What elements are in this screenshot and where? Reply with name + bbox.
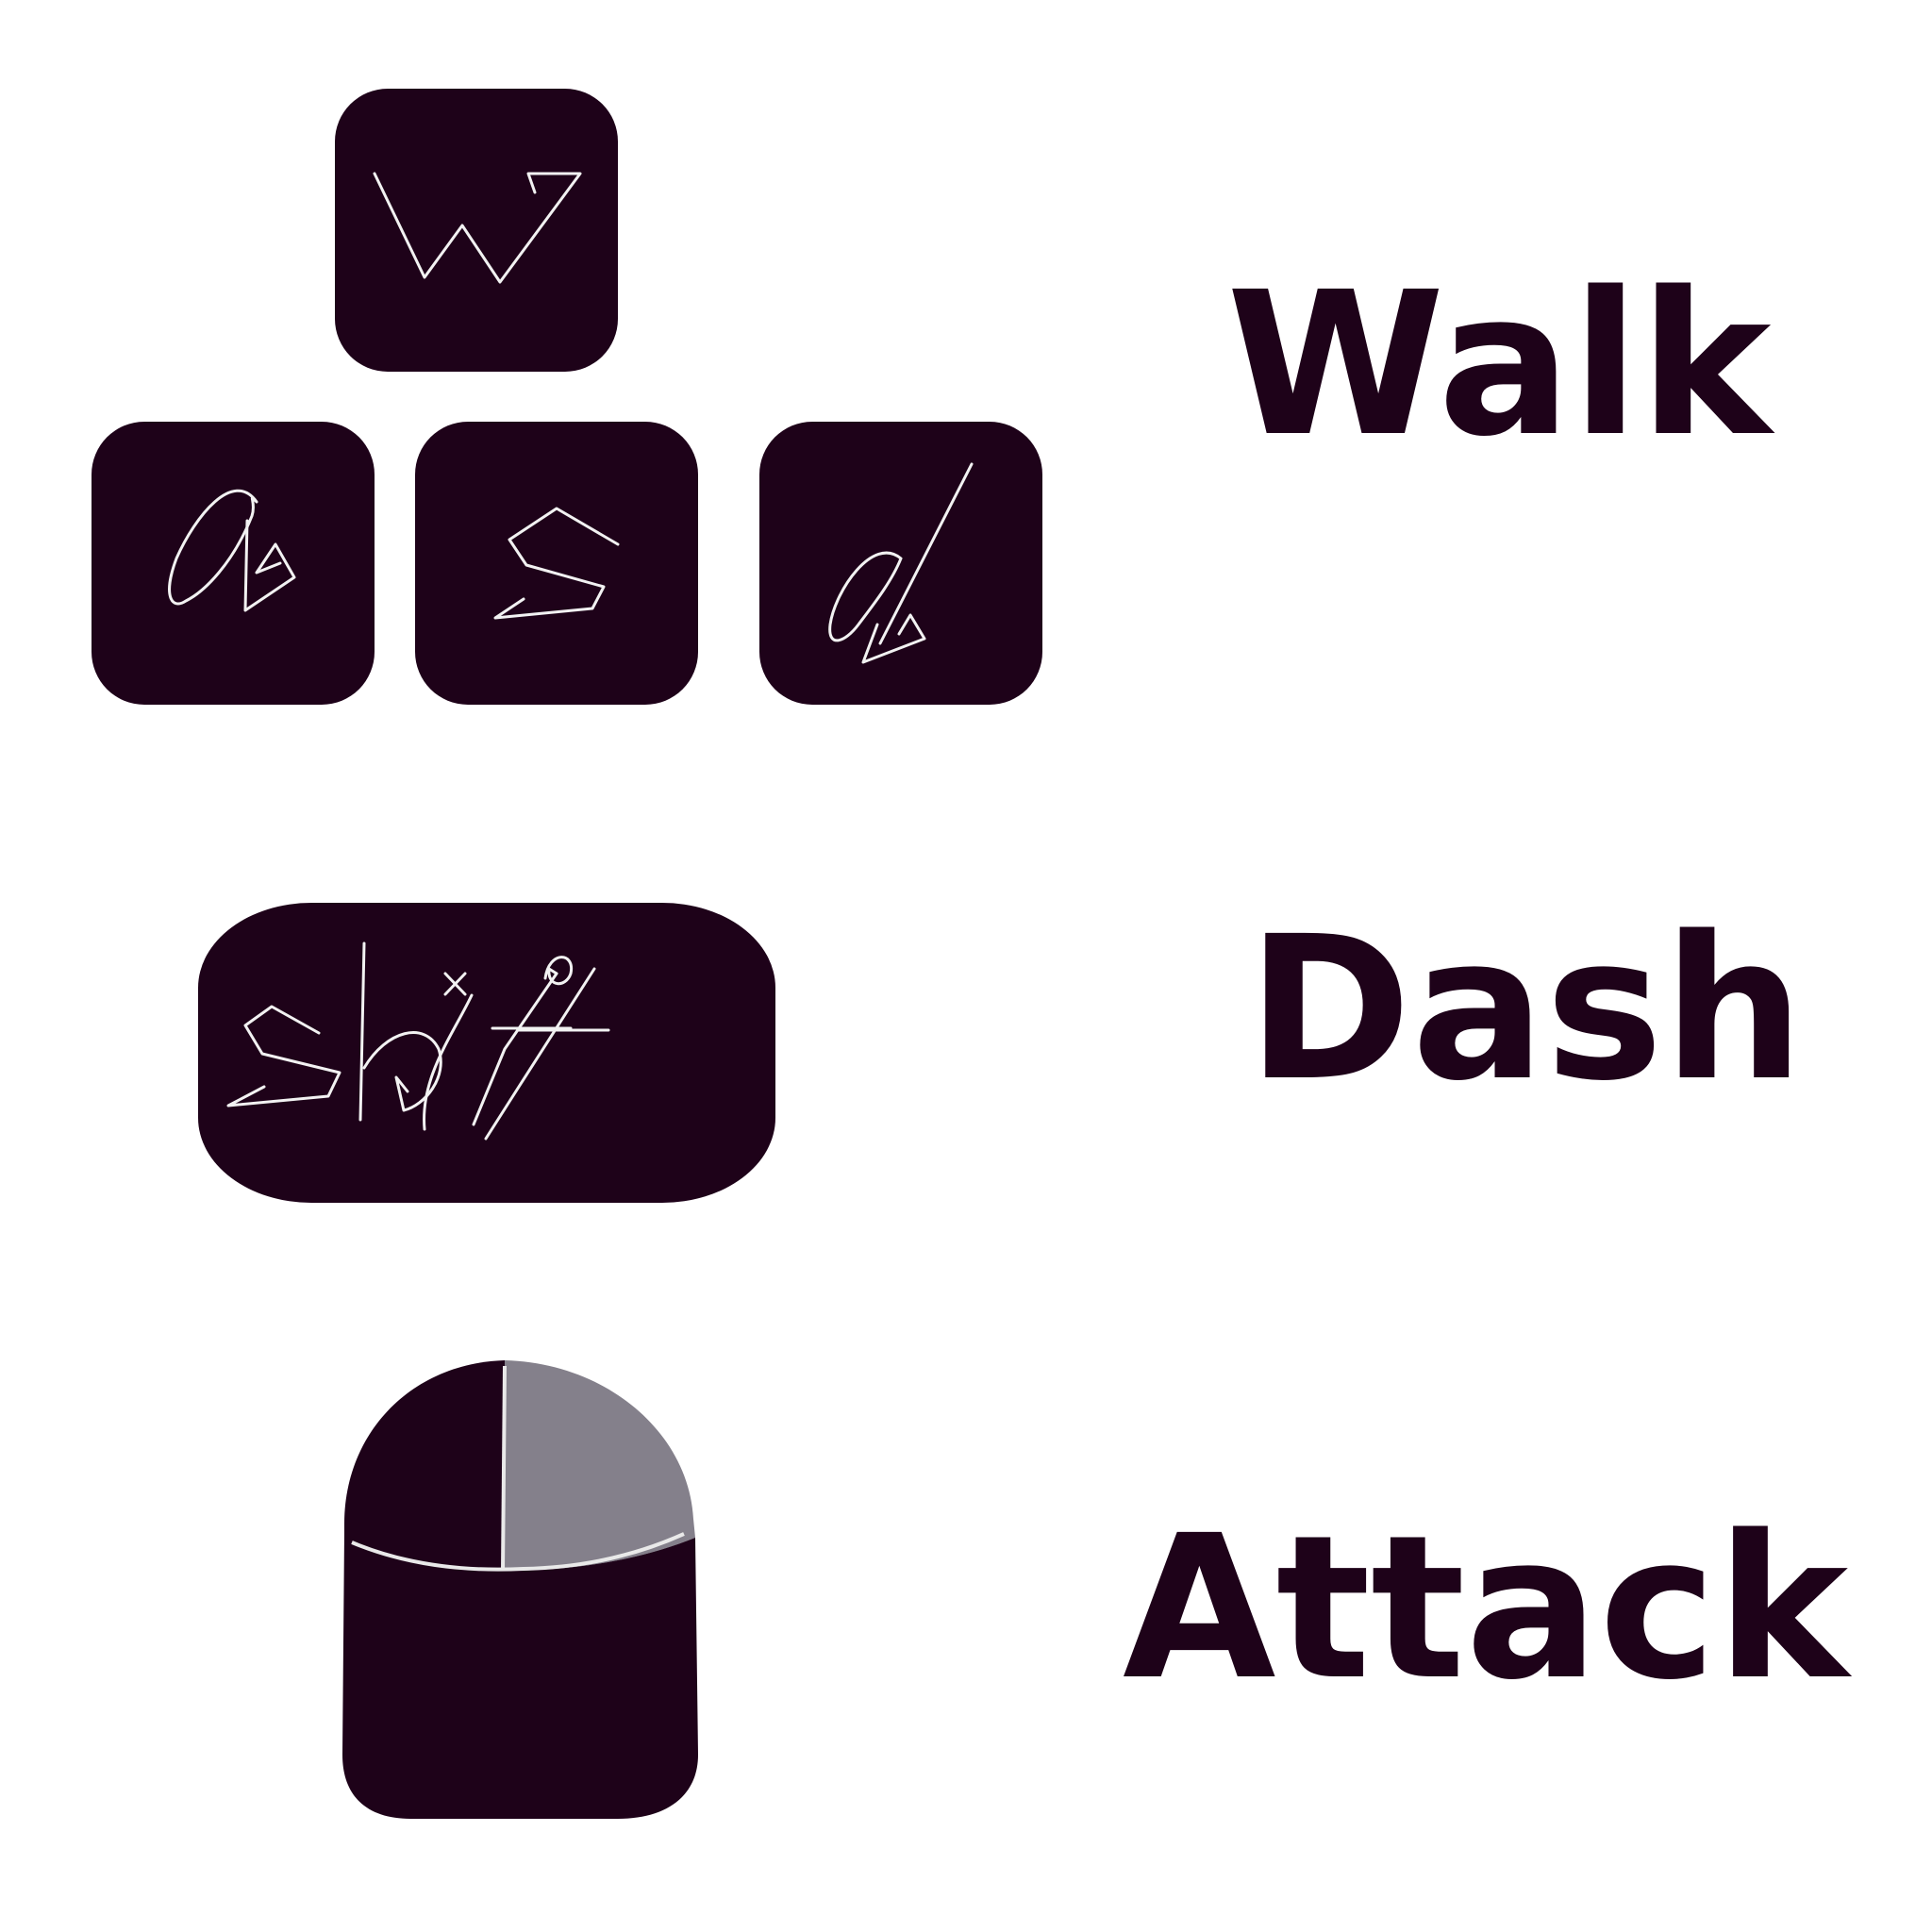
mouse-shape	[342, 1360, 698, 1819]
attack-label: Attack	[1123, 1492, 1849, 1724]
key-s	[415, 422, 698, 705]
key-a	[92, 422, 375, 705]
walk-label: Walk	[1226, 249, 1772, 480]
key-s-glyph	[493, 507, 620, 620]
key-shift-glyph	[226, 941, 610, 1141]
key-a-glyph	[168, 489, 296, 612]
key-w-glyph	[373, 172, 582, 284]
key-shift	[198, 903, 775, 1203]
key-d	[759, 422, 1042, 705]
dash-label: Dash	[1247, 893, 1805, 1124]
mouse-left-click-icon	[335, 1358, 703, 1821]
key-d-glyph	[828, 462, 974, 664]
key-w	[335, 89, 618, 372]
